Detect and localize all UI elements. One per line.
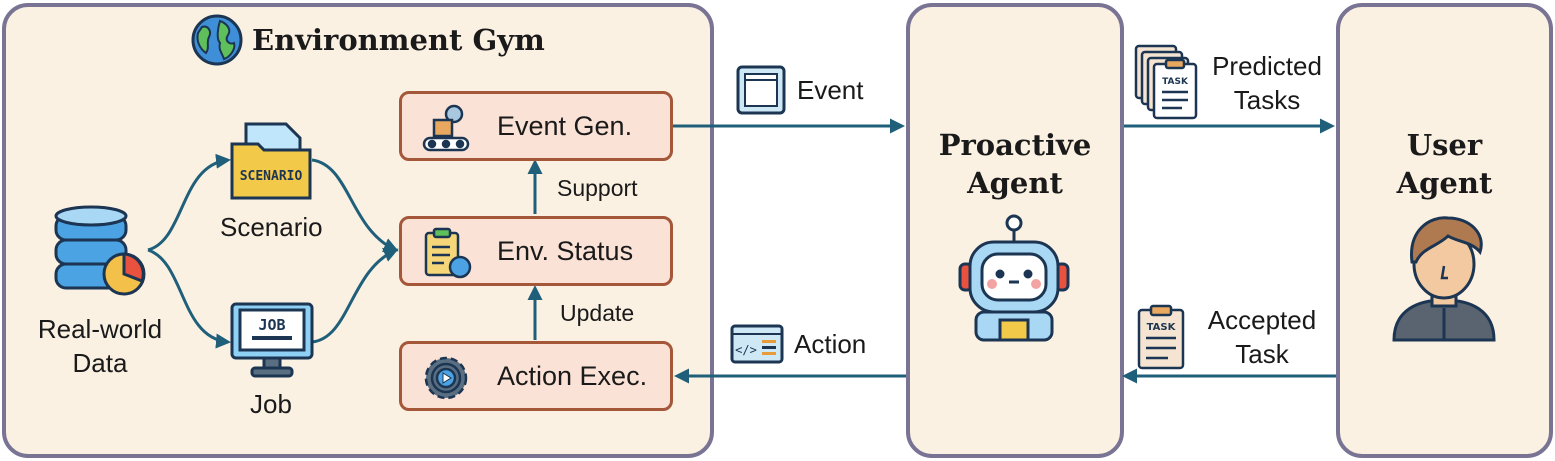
- event-gen-label: Event Gen.: [497, 110, 633, 141]
- env-status-label: Env. Status: [497, 235, 634, 266]
- scenario-icon-text: SCENARIO: [240, 169, 303, 184]
- real-world-data-label: Real-world Data: [20, 313, 180, 381]
- database-chart-icon: [54, 205, 146, 296]
- predicted-tasks-line1: Predicted: [1212, 51, 1322, 81]
- proactive-agent-title: Proactive Agent: [906, 127, 1124, 202]
- globe-icon: [191, 14, 243, 66]
- svg-text:</>: </>: [735, 343, 757, 357]
- predicted-tasks-label: Predicted Tasks: [1206, 50, 1328, 118]
- job-to-status-arrow: [311, 247, 399, 344]
- proactive-agent-title-line1: Proactive: [938, 128, 1092, 162]
- job-label: Job: [250, 389, 292, 419]
- predicted-tasks-line2: Tasks: [1233, 84, 1301, 115]
- event-flow-label: Event: [797, 75, 864, 105]
- clipboard-chart-icon: [424, 227, 472, 279]
- data-to-scenario-arrow: [147, 153, 231, 252]
- real-world-data-line2: Data: [72, 347, 128, 378]
- accepted-task-icon-text: TASK: [1147, 322, 1177, 333]
- window-icon: [736, 65, 786, 115]
- user-avatar-icon: [1392, 216, 1496, 342]
- predicted-task-icon-text: TASK: [1162, 77, 1189, 87]
- user-agent-title-line2: Agent: [1396, 165, 1493, 200]
- proactive-agent-title-line2: Agent: [967, 165, 1063, 200]
- real-world-data-line1: Real-world: [37, 314, 163, 344]
- accepted-task-line1: Accepted: [1207, 305, 1317, 335]
- job-monitor-icon: JOB: [230, 302, 314, 378]
- gear-play-icon: [424, 356, 468, 400]
- update-label: Update: [560, 300, 635, 326]
- robot-icon: [958, 214, 1070, 342]
- action-flow-label: Action: [794, 329, 867, 359]
- support-label: Support: [557, 175, 638, 201]
- data-to-job-arrow: [147, 248, 231, 349]
- conveyor-gear-icon: [422, 104, 470, 152]
- code-window-icon: </>: [730, 324, 784, 364]
- action-exec-box: Action Exec.: [399, 341, 673, 411]
- env-status-box: Env. Status: [399, 216, 673, 286]
- scenario-label: Scenario: [220, 212, 323, 242]
- user-agent-title: User Agent: [1336, 127, 1553, 202]
- scenario-folder-icon: SCENARIO: [230, 122, 312, 200]
- job-icon-text: JOB: [258, 316, 285, 334]
- scenario-to-status-arrow: [311, 158, 399, 253]
- user-agent-title-line1: User: [1406, 128, 1483, 162]
- accepted-task-label: Accepted Task: [1200, 304, 1324, 372]
- environment-gym-title: Environment Gym: [252, 23, 545, 57]
- event-gen-box: Event Gen.: [399, 91, 673, 161]
- task-clipboard-icon: TASK: [1137, 304, 1185, 370]
- task-stack-icon: TASK: [1134, 44, 1198, 120]
- action-exec-label: Action Exec.: [497, 360, 648, 391]
- accepted-task-line2: Task: [1235, 338, 1289, 369]
